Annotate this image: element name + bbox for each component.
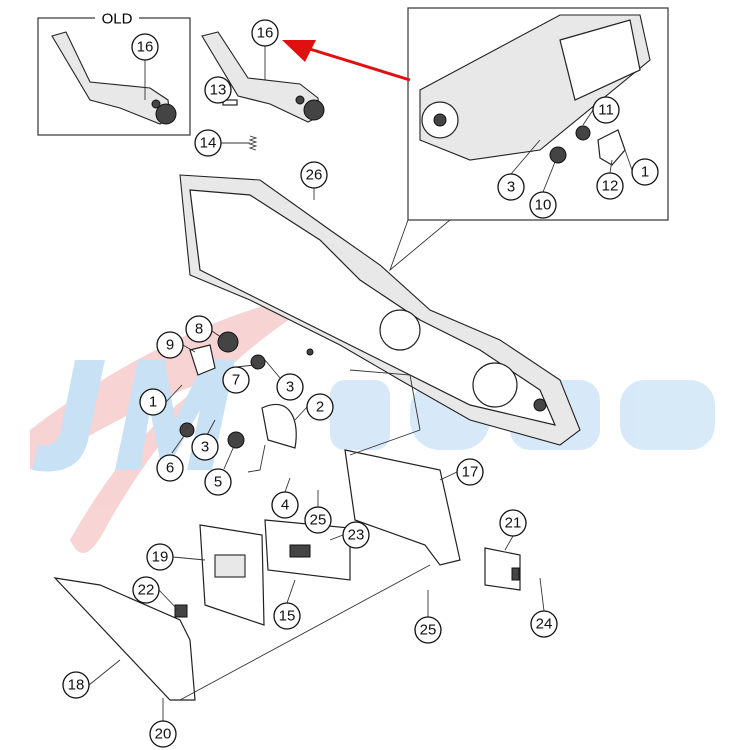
svg-text:12: 12 <box>602 178 619 195</box>
spring-part-14 <box>248 135 258 151</box>
motor-part-2 <box>261 403 297 449</box>
bracket-part-9 <box>189 344 216 376</box>
callout-old-16: 16 <box>131 33 159 61</box>
svg-text:13: 13 <box>210 82 227 99</box>
callout-inset-10: 10 <box>529 191 557 219</box>
svg-text:15: 15 <box>279 608 296 625</box>
callout-25a: 25 <box>304 506 332 534</box>
lever-part-16 <box>201 31 325 123</box>
svg-text:21: 21 <box>505 515 522 532</box>
callout-25b: 25 <box>414 616 442 644</box>
callout-21: 21 <box>499 509 527 537</box>
svg-text:24: 24 <box>536 616 553 633</box>
callout-5: 5 <box>204 468 232 496</box>
feeder-frame <box>179 174 581 446</box>
svg-text:1: 1 <box>149 394 157 411</box>
callout-3a: 3 <box>276 373 304 401</box>
svg-text:3: 3 <box>201 439 209 456</box>
old-label: OLD <box>102 11 133 28</box>
callout-inset-3: 3 <box>497 173 525 201</box>
washer-part-6 <box>179 422 195 438</box>
svg-text:2: 2 <box>316 399 324 416</box>
callout-19: 19 <box>146 543 174 571</box>
callout-6: 6 <box>156 454 184 482</box>
board-chip <box>289 544 311 558</box>
callout-20: 20 <box>149 720 177 748</box>
svg-text:20: 20 <box>155 726 172 743</box>
svg-text:4: 4 <box>281 497 289 514</box>
gear-part-5 <box>227 431 245 449</box>
inset-frame-detail <box>419 14 651 166</box>
svg-text:1: 1 <box>641 164 649 181</box>
svg-text:18: 18 <box>68 677 85 694</box>
callout-inset-11: 11 <box>592 96 620 124</box>
callout-22: 22 <box>132 576 160 604</box>
svg-text:23: 23 <box>348 527 365 544</box>
inset-pointer <box>389 219 452 272</box>
callout-15: 15 <box>273 602 301 630</box>
svg-text:9: 9 <box>166 337 174 354</box>
connector-port <box>511 567 520 581</box>
pad-part-22 <box>174 604 188 618</box>
callout-23: 23 <box>342 521 370 549</box>
gear-part-7 <box>250 354 266 370</box>
cover-part-18 <box>53 577 196 701</box>
callout-14: 14 <box>194 129 222 157</box>
svg-text:7: 7 <box>232 372 240 389</box>
svg-text:5: 5 <box>214 474 222 491</box>
svg-text:14: 14 <box>200 135 217 152</box>
connector-part-21 <box>484 547 521 591</box>
callout-24: 24 <box>530 610 558 638</box>
detail-inset-box <box>407 7 669 221</box>
callout-inset-1: 1 <box>631 158 659 186</box>
callout-13: 13 <box>204 76 232 104</box>
callout-2: 2 <box>306 393 334 421</box>
callout-inset-12: 12 <box>596 172 624 200</box>
svg-text:17: 17 <box>462 464 479 481</box>
callout-7: 7 <box>222 366 250 394</box>
callout-9: 9 <box>156 331 184 359</box>
svg-text:19: 19 <box>152 549 169 566</box>
svg-text:16: 16 <box>137 39 154 56</box>
callout-16: 16 <box>251 19 279 47</box>
svg-text:8: 8 <box>195 321 203 338</box>
cable <box>247 444 266 473</box>
callout-17: 17 <box>456 458 484 486</box>
callouts: 16 16 13 14 26 11 1 12 10 3 8 9 7 3 1 2 … <box>62 19 659 748</box>
svg-text:6: 6 <box>166 460 174 477</box>
callout-8: 8 <box>185 315 213 343</box>
callout-3b: 3 <box>191 433 219 461</box>
cover-part-17 <box>344 449 461 566</box>
callout-1: 1 <box>139 388 167 416</box>
callout-18: 18 <box>62 671 90 699</box>
leader-lines <box>88 46 633 721</box>
svg-text:3: 3 <box>507 179 515 196</box>
svg-text:10: 10 <box>535 197 552 214</box>
old-lever-part <box>51 31 177 125</box>
gear-part-8 <box>217 331 239 353</box>
svg-text:25: 25 <box>310 512 327 529</box>
plate-label <box>214 554 246 578</box>
svg-text:16: 16 <box>257 25 274 42</box>
svg-text:11: 11 <box>598 102 614 119</box>
svg-text:22: 22 <box>138 582 155 599</box>
svg-text:25: 25 <box>420 622 437 639</box>
callout-4: 4 <box>271 491 299 519</box>
svg-text:3: 3 <box>286 379 294 396</box>
callout-26: 26 <box>300 161 328 189</box>
detail-arrow <box>282 40 411 82</box>
svg-text:26: 26 <box>306 167 323 184</box>
